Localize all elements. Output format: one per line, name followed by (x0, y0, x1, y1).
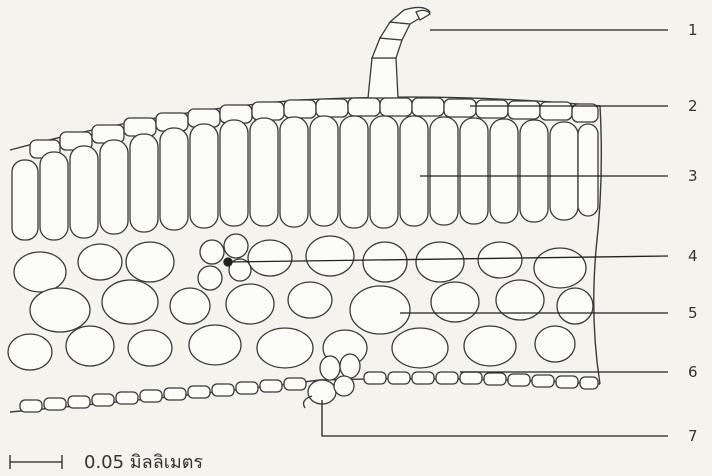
scale-bar-label: 0.05 มิลลิเมตร (84, 452, 203, 473)
callout-number: 2 (688, 97, 698, 115)
spongy-mesophyll (8, 236, 593, 370)
callout-number: 6 (688, 363, 698, 381)
callout-number: 3 (688, 167, 698, 185)
trichome (368, 7, 430, 98)
callout-number: 1 (688, 21, 698, 39)
callout-number: 5 (688, 304, 698, 322)
leader-7 (322, 400, 668, 436)
callout-number: 7 (688, 427, 698, 445)
callout-labels: 1 2 3 4 5 6 7 (688, 21, 698, 445)
callout-number: 4 (688, 247, 698, 265)
scale-bar: 0.05 มิลลิเมตร (10, 452, 203, 473)
